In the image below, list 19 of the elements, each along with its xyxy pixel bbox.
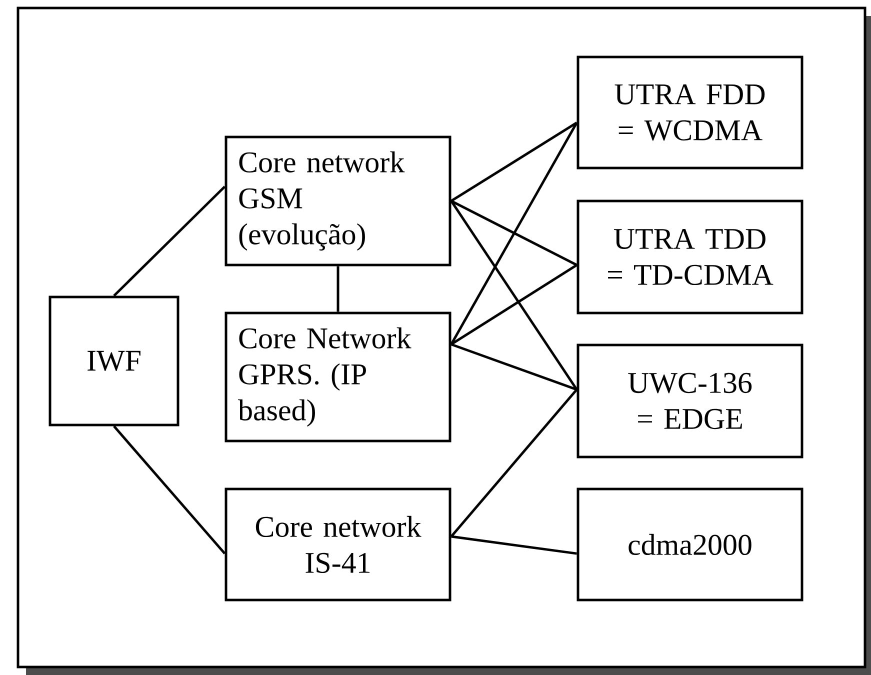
connector-line [113, 425, 226, 554]
network-box: cdma2000 [576, 488, 804, 602]
connector-line [450, 264, 578, 346]
connector-line [450, 388, 578, 538]
network-box: UTRA TDD = TD-CDMA [576, 200, 804, 314]
network-box: Core network GSM (evolução) [224, 136, 452, 266]
connector-line [450, 200, 578, 266]
connector-line [451, 535, 577, 555]
connector-line [113, 186, 226, 297]
network-box: UTRA FDD = WCDMA [576, 56, 804, 170]
connector-line [450, 122, 578, 202]
network-box: IWF [48, 296, 180, 426]
connector-line [450, 200, 578, 390]
network-box: UWC-136 = EDGE [576, 344, 804, 458]
connector-line [336, 266, 340, 312]
connector-line [450, 122, 578, 345]
network-box: Core Network GPRS. (IP based) [224, 312, 452, 442]
connector-line [450, 343, 578, 391]
network-box: Core network IS-41 [224, 488, 452, 602]
